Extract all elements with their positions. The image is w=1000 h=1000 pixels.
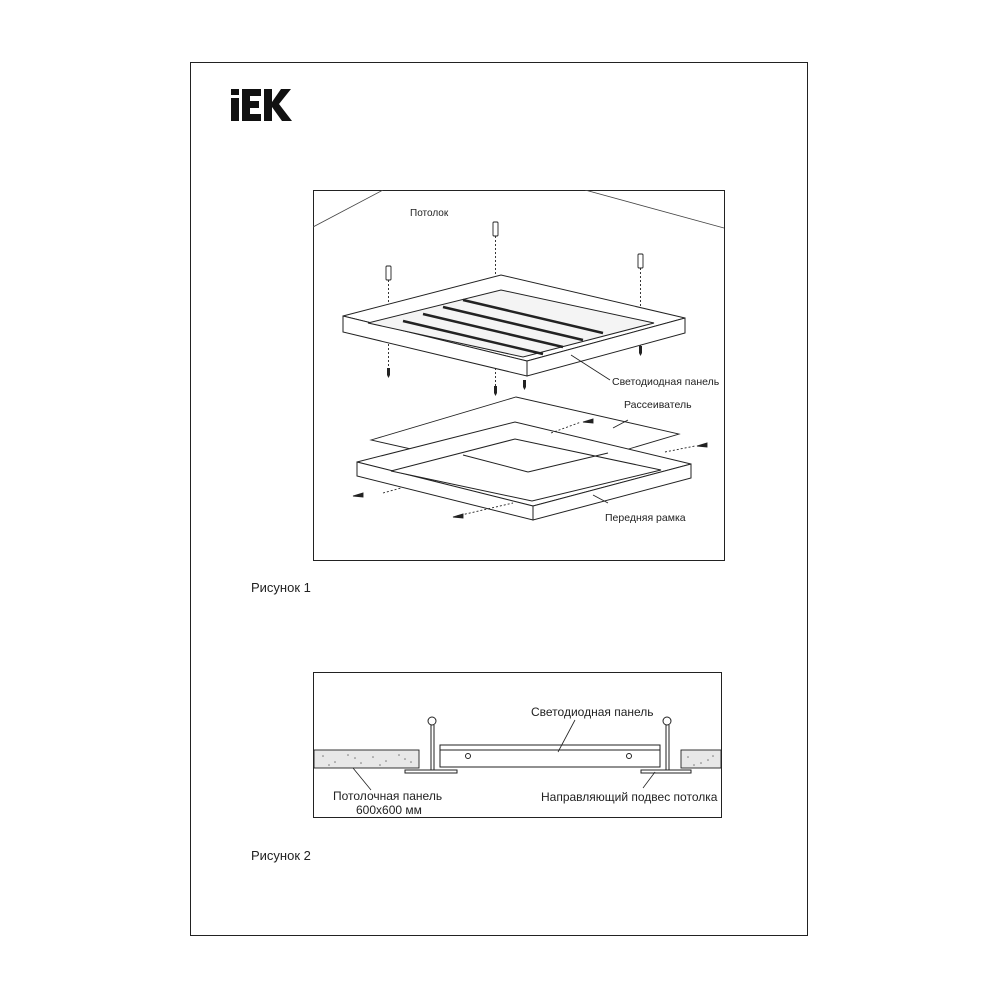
label-diffuser: Рассеиватель xyxy=(624,399,692,411)
ceiling-panel-left xyxy=(313,749,420,769)
label-led-panel: Светодиодная панель xyxy=(612,376,720,388)
led-panel-drawing xyxy=(342,274,686,377)
label-ceiling-panel-size: 600x600 мм xyxy=(356,803,422,817)
label-ceiling-panel: Потолочная панель xyxy=(333,789,442,803)
guide-suspension-left xyxy=(404,716,458,774)
label-ceiling: Потолок xyxy=(410,208,449,219)
iek-logo xyxy=(231,89,292,121)
ceiling-panel-right xyxy=(680,749,722,769)
figure-1-exploded-view: Потолок Светодиодная панель Рассеиватель… xyxy=(313,190,725,561)
label-led-panel-2: Светодиодная панель xyxy=(531,705,654,719)
figure-2-installation-section: Светодиодная панель Потолочная панель 60… xyxy=(313,672,722,818)
led-panel-section xyxy=(439,744,661,768)
caption-figure-1: Рисунок 1 xyxy=(251,580,311,595)
page-frame xyxy=(190,62,808,936)
caption-figure-2: Рисунок 2 xyxy=(251,848,311,863)
label-front-frame: Передняя рамка xyxy=(605,512,686,524)
label-guide-suspension: Направляющий подвес потолка xyxy=(541,790,718,804)
front-frame-drawing xyxy=(356,421,692,521)
guide-suspension-right xyxy=(640,716,692,774)
